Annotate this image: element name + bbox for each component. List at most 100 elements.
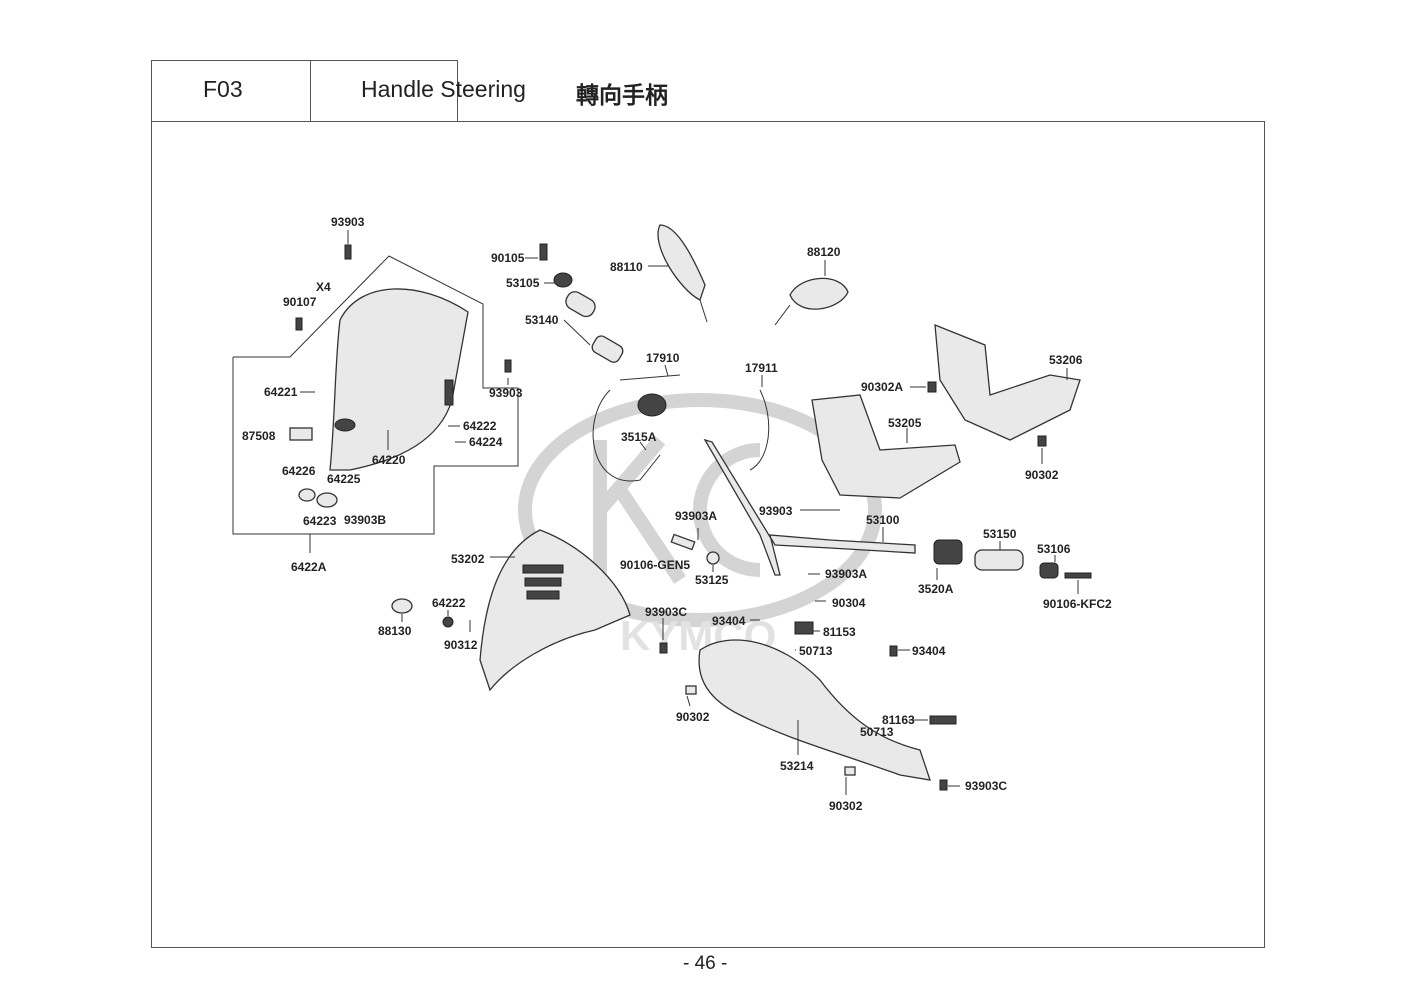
cap-64223: [316, 492, 338, 508]
cover-53205: [811, 394, 961, 499]
grip-53140: [565, 291, 596, 318]
callout-53100: 53100: [866, 513, 900, 527]
vent-3: [526, 590, 560, 600]
leader-lines: [300, 230, 1079, 795]
windscreen: [329, 288, 469, 471]
callout-64222-a: 64222: [463, 419, 497, 433]
callout-3520A: 3520A: [918, 582, 954, 596]
washer-53125: [706, 551, 720, 565]
bolt-88130: [391, 598, 413, 614]
screw-93404-b: [889, 645, 898, 657]
callout-64221: 64221: [264, 385, 298, 399]
screw-93903-top: [344, 244, 352, 260]
mirror-left-88110: [657, 224, 706, 301]
callout-53214: 53214: [780, 759, 814, 773]
callout-90107: 90107: [283, 295, 317, 309]
callout-53206: 53206: [1049, 353, 1083, 367]
callout-93903C-b: 93903C: [965, 779, 1007, 793]
callout-88130: 88130: [378, 624, 412, 638]
callout-64226: 64226: [282, 464, 316, 478]
vent-1: [522, 564, 564, 574]
switch-3515A: [637, 393, 667, 417]
windscreen-emblem: [334, 418, 356, 432]
screw-90105: [539, 243, 548, 261]
front-cover-53202: [479, 529, 631, 692]
weight-53105: [553, 272, 573, 288]
switch-3520A: [933, 539, 963, 565]
diagram-frame: [151, 121, 1265, 948]
nut-64222-b: [442, 616, 454, 628]
callout-93903A-b: 93903A: [825, 567, 867, 581]
callout-53150: 53150: [983, 527, 1017, 541]
callout-3515A: 3515A: [621, 430, 657, 444]
callout-53140: 53140: [525, 313, 559, 327]
callout-88110: 88110: [610, 260, 643, 274]
callout-53125: 53125: [695, 573, 729, 587]
callout-90106-KFC2: 90106-KFC2: [1043, 597, 1112, 611]
callout-81163: 81163: [882, 713, 915, 727]
screw-90107: [295, 317, 303, 331]
handlebar-53100: [703, 438, 916, 576]
callout-90105: 90105: [491, 251, 525, 265]
callout-93903-b: 93903: [759, 504, 793, 518]
bolt-90106-KFC2: [1064, 572, 1092, 579]
callout-17910: 17910: [646, 351, 680, 365]
callout-64220: 64220: [372, 453, 406, 467]
screw-93903C-a: [659, 642, 668, 654]
callout-81153: 81153: [823, 625, 856, 639]
callout-64222-b: 64222: [432, 596, 466, 610]
callout-64224: 64224: [469, 435, 503, 449]
screw-90302A: [927, 381, 937, 393]
section-code: F03: [203, 76, 243, 102]
windscreen-bracket: [444, 379, 454, 406]
screw-93903C-b: [939, 779, 948, 791]
callout-50713-b: 50713: [860, 725, 894, 739]
callout-50713-a: 50713: [799, 644, 833, 658]
callout-64225: 64225: [327, 472, 361, 486]
weight-53106: [1039, 562, 1059, 579]
grip-53150: [974, 549, 1024, 571]
callout-93903C-a: 93903C: [645, 605, 687, 619]
mirror-right-88120: [789, 277, 849, 310]
throttle-tube: [591, 335, 624, 363]
callout-93903-top: 93903: [331, 215, 365, 229]
callout-93903B: 93903B: [344, 513, 386, 527]
callout-labels: 93903 X4 90107 64221 87508 64220 64222 6…: [242, 215, 1112, 813]
vent-2: [524, 577, 562, 587]
page-title-en: Handle Steering: [361, 76, 526, 102]
page-number: - 46 -: [683, 953, 728, 974]
callout-53106: 53106: [1037, 542, 1071, 556]
page-title-zh: 轉向手柄: [576, 82, 668, 108]
callout-90302A: 90302A: [861, 380, 903, 394]
callout-93404-a: 93404: [712, 614, 746, 628]
callout-90302-c: 90302: [829, 799, 863, 813]
grommet-64226: [298, 488, 316, 502]
clip-90302-c: [844, 766, 856, 776]
callout-17911: 17911: [745, 361, 778, 375]
callout-64223: 64223: [303, 514, 337, 528]
bracket-81163: [929, 715, 957, 725]
cable-17910: [592, 389, 661, 482]
cover-53206: [934, 324, 1081, 441]
callout-6422A: 6422A: [291, 560, 327, 574]
callout-53205: 53205: [888, 416, 922, 430]
screw-93903-mid: [504, 359, 512, 373]
windscreen-group-outline: [232, 255, 519, 535]
callout-53105: 53105: [506, 276, 540, 290]
reflector-87508: [289, 427, 313, 441]
callout-93404-b: 93404: [912, 644, 946, 658]
bolt-90106-GEN5: [670, 533, 696, 551]
callout-87508: 87508: [242, 429, 276, 443]
callout-90304: 90304: [832, 596, 866, 610]
callout-88120: 88120: [807, 245, 841, 259]
cable-17911: [619, 374, 770, 471]
callout-x4: X4: [316, 280, 331, 294]
callout-93903-mid: 93903: [489, 386, 523, 400]
clip-90302-b: [685, 685, 697, 695]
callout-90312: 90312: [444, 638, 478, 652]
callout-90106-GEN5: 90106-GEN5: [620, 558, 690, 572]
bracket-81153: [794, 621, 814, 635]
callout-53202: 53202: [451, 552, 485, 566]
callout-90302-b: 90302: [676, 710, 710, 724]
